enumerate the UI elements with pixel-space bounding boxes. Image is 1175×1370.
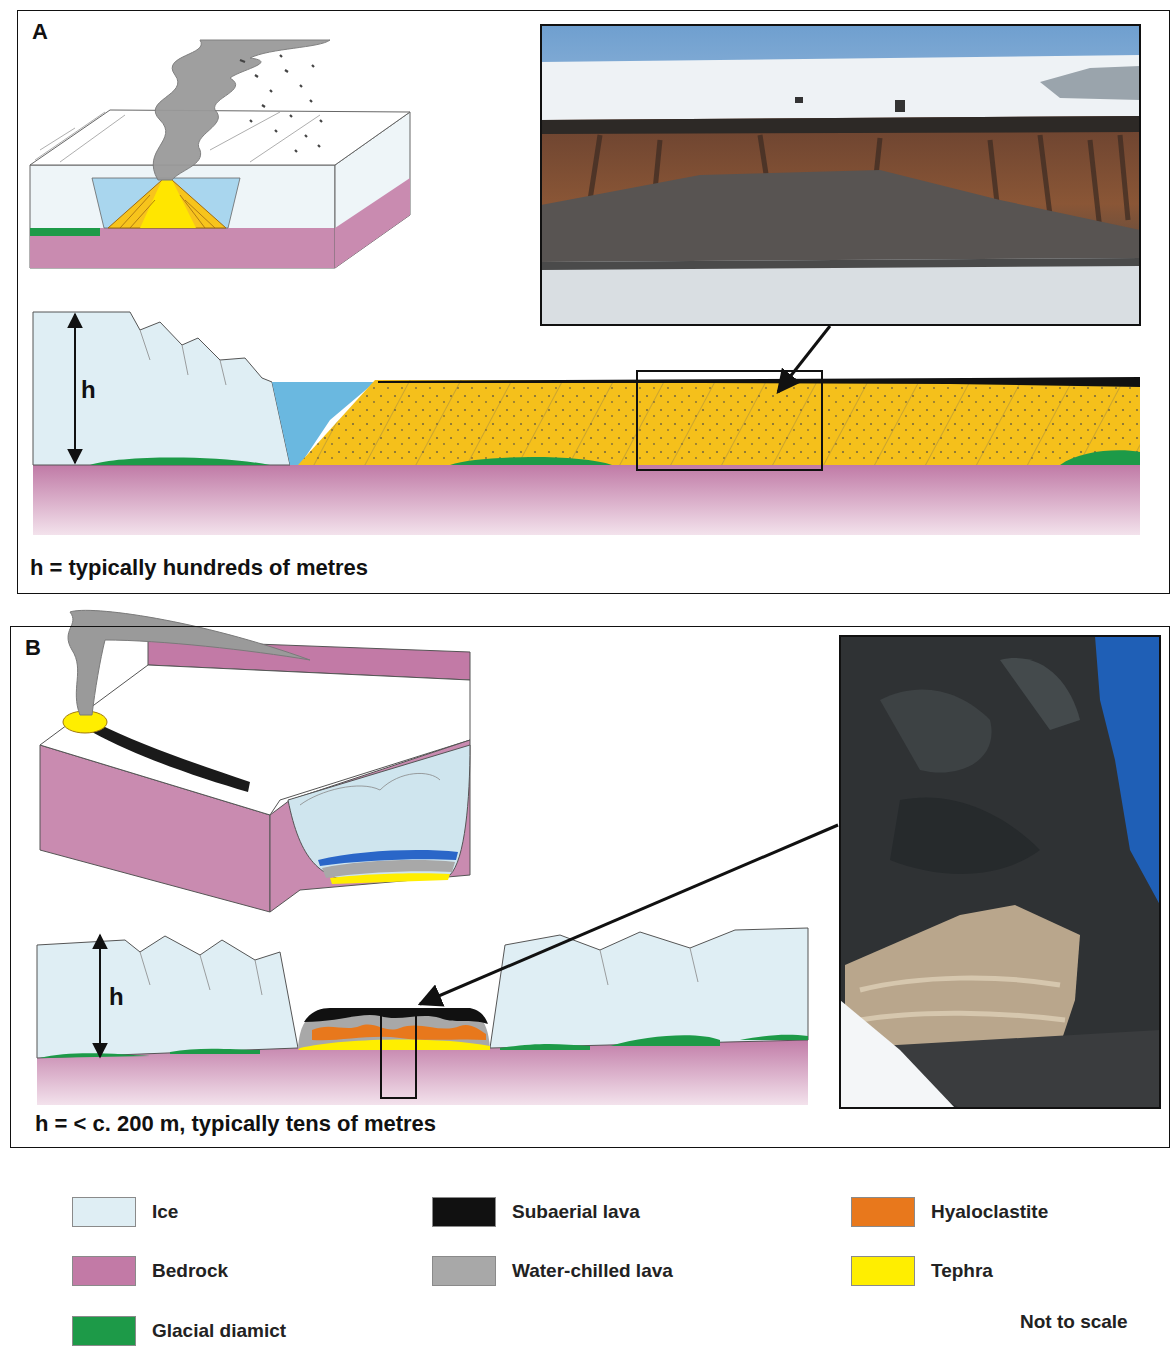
legend-swatch xyxy=(851,1197,915,1227)
photo-snow xyxy=(840,1000,955,1108)
photo-glacier xyxy=(541,258,1140,325)
legend-text: Ice xyxy=(152,1201,178,1223)
tephra-edifice xyxy=(298,380,1140,465)
photo-pointer xyxy=(420,825,838,1004)
cross-section-a xyxy=(33,312,1140,535)
block-diagram-a xyxy=(30,40,410,268)
bedrock xyxy=(33,465,1140,535)
ice-surface-lines xyxy=(300,773,440,805)
edifice-bedding xyxy=(120,195,215,228)
legend-text: Tephra xyxy=(931,1260,993,1282)
photo-moraine xyxy=(541,258,1140,270)
photo-sky xyxy=(541,25,1140,325)
photo-tuff-layer xyxy=(845,905,1080,1050)
scale-note: Not to scale xyxy=(1020,1311,1128,1333)
thickness-arrow xyxy=(99,935,101,1057)
panel-letter: A xyxy=(32,19,48,45)
photo-a xyxy=(541,25,1140,325)
photo-location-box xyxy=(381,1010,416,1098)
legend-text: Water-chilled lava xyxy=(512,1260,673,1282)
legend-swatch xyxy=(72,1316,136,1346)
photo-pointer xyxy=(778,326,830,392)
panel-frame: A xyxy=(17,10,1170,594)
legend-swatch xyxy=(432,1256,496,1286)
legend-swatch xyxy=(851,1256,915,1286)
photo-frame xyxy=(840,636,1160,1108)
cap-lava xyxy=(378,377,1140,387)
diamict xyxy=(90,458,270,466)
legend-swatch xyxy=(72,1197,136,1227)
meltwater xyxy=(318,850,458,866)
photo-b xyxy=(840,636,1160,1108)
photo-snowfield xyxy=(541,55,1140,122)
block-side-bedrock xyxy=(335,178,410,268)
thickness-symbol: h xyxy=(109,983,124,1011)
photo-texture xyxy=(1000,658,1080,730)
legend-text: Hyaloclastite xyxy=(931,1201,1048,1223)
valley-ice xyxy=(288,745,470,882)
block-bedrock xyxy=(30,228,335,268)
thickness-note: h = typically hundreds of metres xyxy=(30,555,368,581)
diamict xyxy=(1060,450,1140,465)
cross-section-b xyxy=(37,825,838,1105)
diamict xyxy=(170,1049,260,1054)
edifice xyxy=(108,180,226,228)
photo-scree xyxy=(541,170,1140,270)
diamict xyxy=(610,1035,720,1046)
legend-text: Subaerial lava xyxy=(512,1201,640,1223)
tephra xyxy=(330,873,450,884)
block-front xyxy=(30,165,335,268)
thickness-note: h = < c. 200 m, typically tens of metres xyxy=(35,1111,436,1137)
edifice-core xyxy=(140,180,196,228)
diamict xyxy=(40,1053,150,1058)
panel-frame: B xyxy=(10,626,1170,1148)
crevasses xyxy=(140,952,262,995)
legend-swatch xyxy=(432,1197,496,1227)
foreset-bedding xyxy=(298,380,1140,465)
photo-cap-lava xyxy=(541,116,1140,134)
photo-rock xyxy=(895,100,905,112)
photo-rock xyxy=(795,97,803,103)
block-top xyxy=(30,110,410,165)
photo-frame xyxy=(541,25,1140,325)
ice-sheet xyxy=(33,312,290,465)
tephra xyxy=(298,1039,490,1050)
legend-swatch xyxy=(72,1256,136,1286)
diamict xyxy=(30,228,100,236)
photo-texture xyxy=(890,797,1040,873)
photo-nunatak xyxy=(1040,66,1140,100)
thickness-arrow xyxy=(74,314,76,463)
diamict xyxy=(740,1035,808,1040)
meltwater xyxy=(92,178,240,228)
block-diagram-b xyxy=(40,610,470,912)
legend-text: Bedrock xyxy=(152,1260,228,1282)
thickness-symbol: h xyxy=(81,376,96,404)
eruption-plume xyxy=(153,40,330,180)
ice-right xyxy=(490,928,808,1048)
cutaway-bedrock xyxy=(270,740,470,912)
photo-rock-face xyxy=(840,636,1160,1108)
crevasses xyxy=(600,948,698,985)
panel-letter: B xyxy=(25,635,41,661)
lapilli xyxy=(298,380,1140,465)
legend-text: Glacial diamict xyxy=(152,1320,286,1342)
crevasses xyxy=(140,330,226,385)
diamict xyxy=(500,1044,590,1050)
photo-texture xyxy=(880,690,992,773)
photo-bedding xyxy=(860,978,1065,1020)
falling-tephra xyxy=(240,55,322,152)
ice-left xyxy=(37,936,298,1058)
lava-flow xyxy=(92,722,250,792)
photo-location-box xyxy=(637,371,822,470)
hyaloclastite xyxy=(312,1024,486,1040)
photo-sky xyxy=(1095,636,1160,905)
diamict xyxy=(450,457,612,465)
